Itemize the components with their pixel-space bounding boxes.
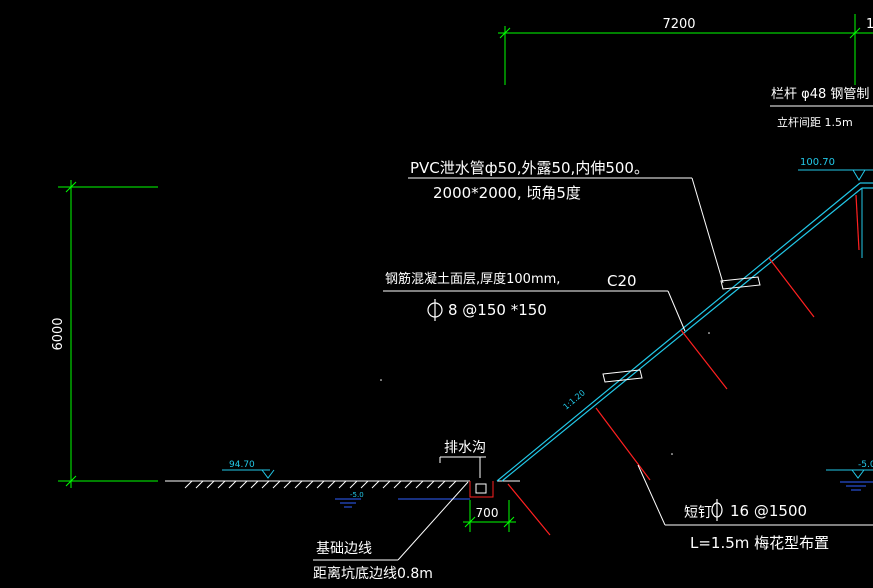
leader-lines (313, 105, 873, 561)
ditch-dimension (463, 500, 516, 532)
pvc-drain-pipe-spacing-label: 2000*2000, 顷角5度 (433, 184, 581, 202)
soil-nails (507, 194, 860, 536)
soil-nail-diameter-symbol-icon (711, 499, 723, 521)
pvc-pipes (602, 276, 761, 383)
elevation-marker-right (826, 469, 873, 479)
elevation-bottom-value: 94.70 (229, 460, 255, 470)
foundation-offset-label: 距离坑底边线0.8m (313, 565, 433, 582)
height-dimension (58, 180, 158, 488)
railing-spacing-label: 立杆间距 1.5m (777, 115, 853, 129)
concrete-surface-label: 钢筋混凝土面层,厚度100mm, (385, 271, 560, 287)
elevation-marker-top (798, 169, 873, 181)
drainage-ditch-label: 排水沟 (444, 440, 486, 456)
concrete-grade-label: C20 (607, 272, 637, 290)
top-dimension (498, 14, 873, 85)
soil-nail-prefix-label: 短钉 (684, 505, 712, 521)
railing-label: 栏杆 φ48 钢管制 (771, 87, 869, 102)
drawing-dots (380, 332, 710, 455)
pvc-drain-pipe-label: PVC泄水管ф50,外露50,内伸500。 (410, 159, 649, 177)
rebar-mesh-label: 8 @150 *150 (448, 301, 547, 319)
water-level-left (335, 498, 470, 508)
slope-face (496, 182, 873, 482)
slope-ratio-label: 1:1.20 (562, 388, 587, 411)
top-dimension-value: 7200 (662, 17, 695, 32)
top-dimension-partial-value: 1 (866, 17, 873, 32)
ground-hatch (184, 480, 457, 489)
ditch-dimension-value: 700 (476, 506, 499, 520)
foundation-edge-label: 基础边线 (316, 540, 372, 557)
ground-line (165, 480, 520, 489)
soil-nail-spacing-label: 16 @1500 (730, 502, 807, 520)
drainage-ditch (469, 481, 494, 498)
elevation-right-value: -5.0 (858, 460, 873, 470)
rebar-diameter-symbol-icon (427, 299, 443, 321)
elevation-marker-bottom (222, 469, 275, 479)
soil-nail-length-label: L=1.5m 梅花型布置 (690, 534, 829, 552)
height-dimension-value: 6000 (51, 317, 66, 350)
water-level-left-label: -5.0 (350, 491, 364, 499)
water-level-right (840, 481, 873, 491)
elevation-top-value: 100.70 (800, 157, 835, 168)
